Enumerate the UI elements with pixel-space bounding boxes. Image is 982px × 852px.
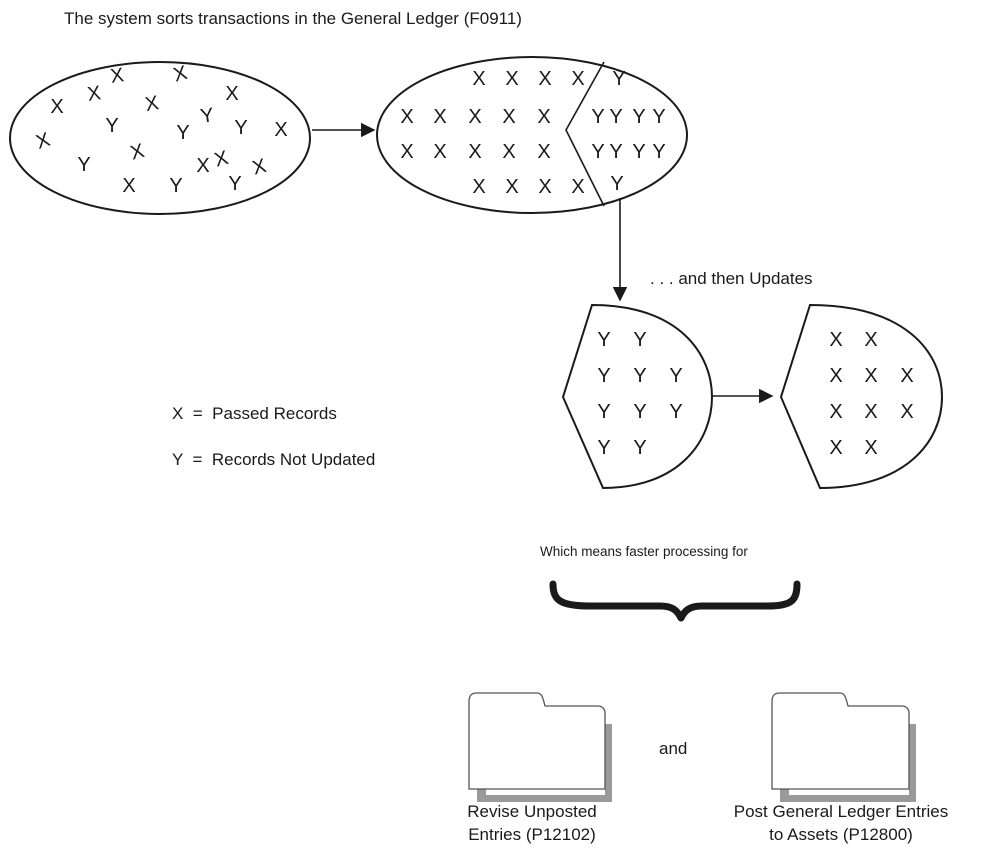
x-mark-passed: X <box>864 329 877 351</box>
y-mark-sorted: Y <box>610 173 623 195</box>
connector-and: and <box>659 739 687 758</box>
x-mark-passed: X <box>900 365 913 387</box>
y-mark-not-updated: Y <box>633 329 646 351</box>
folder-icon-post-gl-entries-to-assets <box>771 692 916 802</box>
y-mark-not-updated: Y <box>597 401 610 423</box>
y-mark-not-updated: Y <box>597 437 610 459</box>
y-mark-sorted: Y <box>632 141 645 163</box>
y-mark-unsorted: Y <box>234 117 247 139</box>
x-mark-passed: X <box>829 365 842 387</box>
y-mark-unsorted: Y <box>228 173 241 195</box>
x-mark-passed: X <box>864 365 877 387</box>
x-mark-unsorted: X <box>171 62 190 87</box>
diagram-title: The system sorts transactions in the Gen… <box>64 9 522 28</box>
y-mark-not-updated: Y <box>669 401 682 423</box>
x-mark-unsorted: X <box>86 82 102 106</box>
y-mark-not-updated: Y <box>633 401 646 423</box>
x-mark-sorted: X <box>468 141 481 163</box>
x-mark-unsorted: X <box>50 96 63 118</box>
legend-records-not-updated: Y = Records Not Updated <box>172 450 375 469</box>
x-mark-sorted: X <box>400 141 413 163</box>
y-mark-not-updated: Y <box>597 329 610 351</box>
x-mark-sorted: X <box>505 68 518 90</box>
x-mark-passed: X <box>829 401 842 423</box>
x-mark-sorted: X <box>538 176 551 198</box>
update-label: . . . and then Updates <box>650 269 813 288</box>
y-mark-not-updated: Y <box>597 365 610 387</box>
x-mark-sorted: X <box>571 176 584 198</box>
sort-divider-line <box>565 61 605 207</box>
x-mark-passed: X <box>829 329 842 351</box>
x-mark-unsorted: X <box>109 64 125 88</box>
x-mark-unsorted: X <box>122 175 135 197</box>
x-mark-sorted: X <box>400 106 413 128</box>
program-caption-revise-line2: Entries (P12102) <box>468 825 596 844</box>
y-mark-sorted: Y <box>612 68 625 90</box>
x-mark-sorted: X <box>433 106 446 128</box>
y-mark-sorted: Y <box>632 106 645 128</box>
x-mark-unsorted: X <box>33 129 52 154</box>
x-mark-passed: X <box>864 401 877 423</box>
x-mark-sorted: X <box>502 141 515 163</box>
y-mark-sorted: Y <box>609 141 622 163</box>
y-mark-not-updated: Y <box>633 437 646 459</box>
x-mark-unsorted: X <box>212 147 231 172</box>
x-mark-passed: X <box>864 437 877 459</box>
x-mark-sorted: X <box>537 141 550 163</box>
legend-passed-records: X = Passed Records <box>172 404 337 423</box>
x-mark-sorted: X <box>571 68 584 90</box>
y-mark-not-updated: Y <box>633 365 646 387</box>
y-mark-sorted: Y <box>591 106 604 128</box>
x-mark-unsorted: X <box>143 92 160 116</box>
x-mark-unsorted: X <box>128 140 147 165</box>
x-mark-sorted: X <box>537 106 550 128</box>
y-mark-unsorted: Y <box>77 154 90 176</box>
x-mark-unsorted: X <box>225 83 238 105</box>
x-mark-passed: X <box>829 437 842 459</box>
x-mark-passed: X <box>900 401 913 423</box>
curly-brace <box>549 580 801 622</box>
y-mark-sorted: Y <box>591 141 604 163</box>
x-mark-sorted: X <box>472 68 485 90</box>
y-mark-not-updated: Y <box>669 365 682 387</box>
y-mark-unsorted: Y <box>169 175 182 197</box>
program-caption-revise-line1: Revise Unposted <box>467 802 596 821</box>
x-mark-sorted: X <box>468 106 481 128</box>
faster-processing-label: Which means faster processing for <box>540 544 748 559</box>
x-mark-sorted: X <box>472 176 485 198</box>
y-mark-sorted: Y <box>652 106 665 128</box>
x-mark-sorted: X <box>538 68 551 90</box>
y-mark-unsorted: Y <box>105 115 118 137</box>
y-mark-unsorted: Y <box>199 104 215 128</box>
legend: X = Passed Records Y = Records Not Updat… <box>172 404 375 469</box>
y-mark-sorted: Y <box>609 106 622 128</box>
program-caption-post-line1: Post General Ledger Entries <box>734 802 949 821</box>
x-mark-unsorted: X <box>196 155 209 177</box>
folder-icon-revise-unposted-entries <box>468 692 612 802</box>
y-mark-sorted: Y <box>652 141 665 163</box>
y-mark-unsorted: Y <box>176 122 189 144</box>
x-mark-sorted: X <box>505 176 518 198</box>
x-mark-unsorted: X <box>250 155 269 180</box>
x-mark-sorted: X <box>502 106 515 128</box>
program-caption-post-line2: to Assets (P12800) <box>769 825 913 844</box>
x-mark-unsorted: X <box>274 119 287 141</box>
x-mark-sorted: X <box>433 141 446 163</box>
